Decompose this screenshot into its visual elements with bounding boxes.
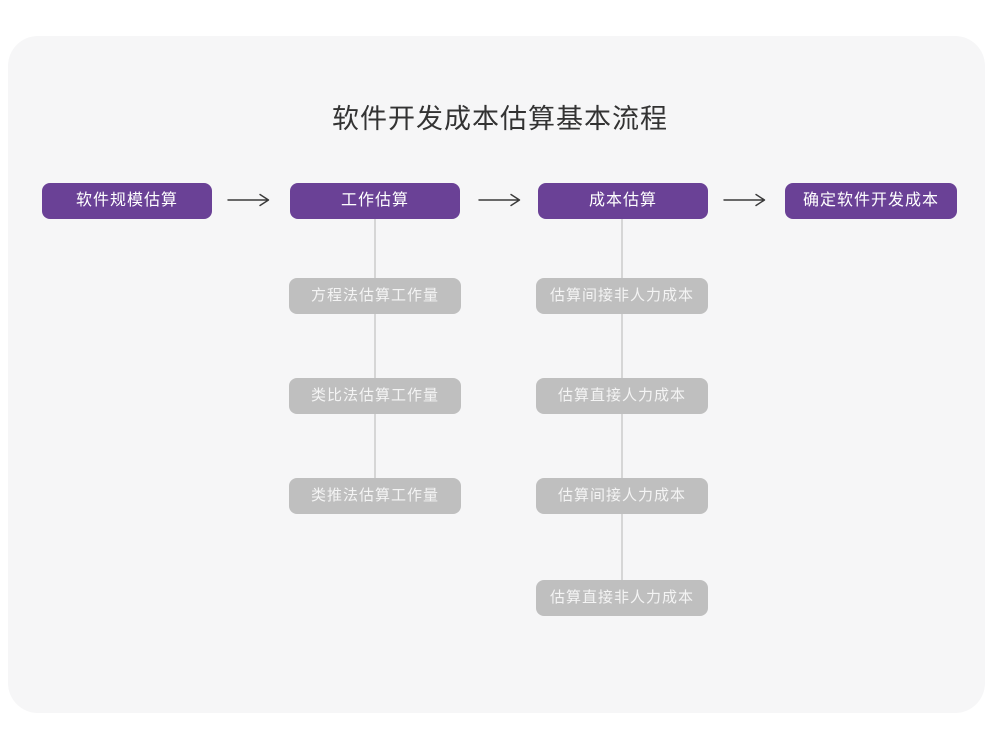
flow-step-cost-estimation: 成本估算 bbox=[538, 183, 708, 219]
work-method-analogy: 类比法估算工作量 bbox=[289, 378, 461, 414]
flow-step-determine-dev-cost: 确定软件开发成本 bbox=[785, 183, 957, 219]
flow-step-software-scale-estimation: 软件规模估算 bbox=[42, 183, 212, 219]
diagram-title: 软件开发成本估算基本流程 bbox=[332, 104, 668, 134]
connector-line-work bbox=[374, 219, 376, 480]
right-arrow-icon bbox=[227, 193, 270, 207]
flow-step-work-estimation: 工作估算 bbox=[290, 183, 460, 219]
cost-item-indirect-labor: 估算间接人力成本 bbox=[536, 478, 708, 514]
work-method-equation: 方程法估算工作量 bbox=[289, 278, 461, 314]
diagram-card-background bbox=[8, 36, 985, 713]
work-method-extrapolation: 类推法估算工作量 bbox=[289, 478, 461, 514]
cost-item-indirect-nonlabor: 估算间接非人力成本 bbox=[536, 278, 708, 314]
cost-item-direct-labor: 估算直接人力成本 bbox=[536, 378, 708, 414]
cost-item-direct-nonlabor: 估算直接非人力成本 bbox=[536, 580, 708, 616]
right-arrow-icon bbox=[478, 193, 521, 207]
right-arrow-icon bbox=[723, 193, 766, 207]
